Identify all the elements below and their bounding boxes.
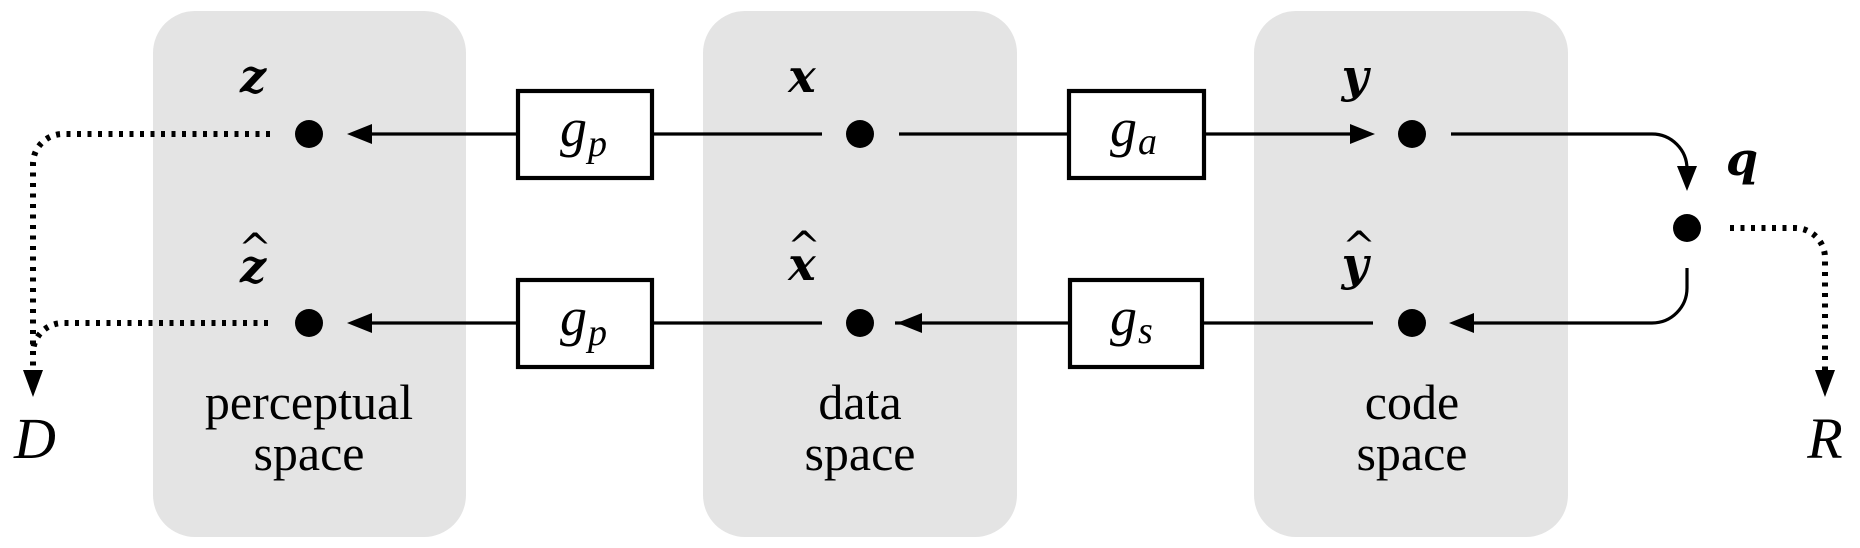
wire-q-to-y-hat <box>1471 268 1689 325</box>
arrowhead-into-z <box>347 124 372 144</box>
function-box-ga: g a <box>1066 88 1207 181</box>
label-z: z <box>239 49 267 103</box>
arrowhead-into-q <box>1677 166 1697 191</box>
box-frame <box>515 88 655 181</box>
node-x <box>846 120 874 148</box>
arrowhead-into-y-hat <box>1449 313 1474 333</box>
perceptual-space-label-line1: perceptual <box>205 374 413 430</box>
node-z <box>295 120 323 148</box>
perceptual-space-label-line2: space <box>253 425 364 481</box>
box-frame <box>1067 277 1205 370</box>
label-x: x <box>787 49 816 103</box>
box-fn-subscript: s <box>1138 310 1153 352</box>
arrowhead-into-z-hat <box>347 313 372 333</box>
box-fn-subscript: p <box>585 312 607 354</box>
function-box-gp-top: g p <box>515 88 655 181</box>
box-fn-subscript: a <box>1138 121 1157 163</box>
wire-y-to-q <box>1451 132 1689 170</box>
box-fn-name: g <box>560 98 587 158</box>
box-frame <box>1066 88 1207 181</box>
node-z-hat <box>295 309 323 337</box>
label-x-hat: x <box>787 237 816 291</box>
label-y: y <box>1341 49 1372 103</box>
arrowhead-into-y <box>1350 124 1375 144</box>
function-box-gs: g s <box>1067 277 1205 370</box>
node-y <box>1398 120 1426 148</box>
arrowhead-into-R <box>1815 370 1835 397</box>
perceptual-space-panel <box>153 11 466 537</box>
arrowhead-into-D <box>23 370 43 397</box>
code-space-label-line2: space <box>1356 425 1467 481</box>
label-rate-R: R <box>1806 406 1842 471</box>
label-q: q <box>1726 132 1758 186</box>
box-fn-name: g <box>1110 287 1137 347</box>
data-space-label-line2: space <box>804 425 915 481</box>
box-fn-subscript: p <box>585 123 607 165</box>
label-distortion-D: D <box>13 406 56 471</box>
box-fn-name: g <box>560 287 587 347</box>
data-space-panel <box>703 11 1017 537</box>
label-y-hat: y <box>1341 237 1372 291</box>
hat-z: ^ <box>238 226 272 272</box>
node-x-hat <box>846 309 874 337</box>
hat-x: ^ <box>787 224 821 270</box>
box-frame <box>515 277 655 370</box>
function-box-gp-bottom: g p <box>515 277 655 370</box>
code-space-label-line1: code <box>1365 374 1459 430</box>
node-y-hat <box>1398 309 1426 337</box>
data-space-label-line1: data <box>818 374 901 430</box>
dotted-q-to-R <box>1730 225 1828 372</box>
node-q <box>1673 214 1701 242</box>
code-space-panel <box>1254 11 1568 537</box>
arrowhead-into-x-hat <box>897 313 922 333</box>
box-fn-name: g <box>1110 98 1137 158</box>
hat-y: ^ <box>1342 224 1376 270</box>
label-z-hat: z <box>239 239 267 293</box>
